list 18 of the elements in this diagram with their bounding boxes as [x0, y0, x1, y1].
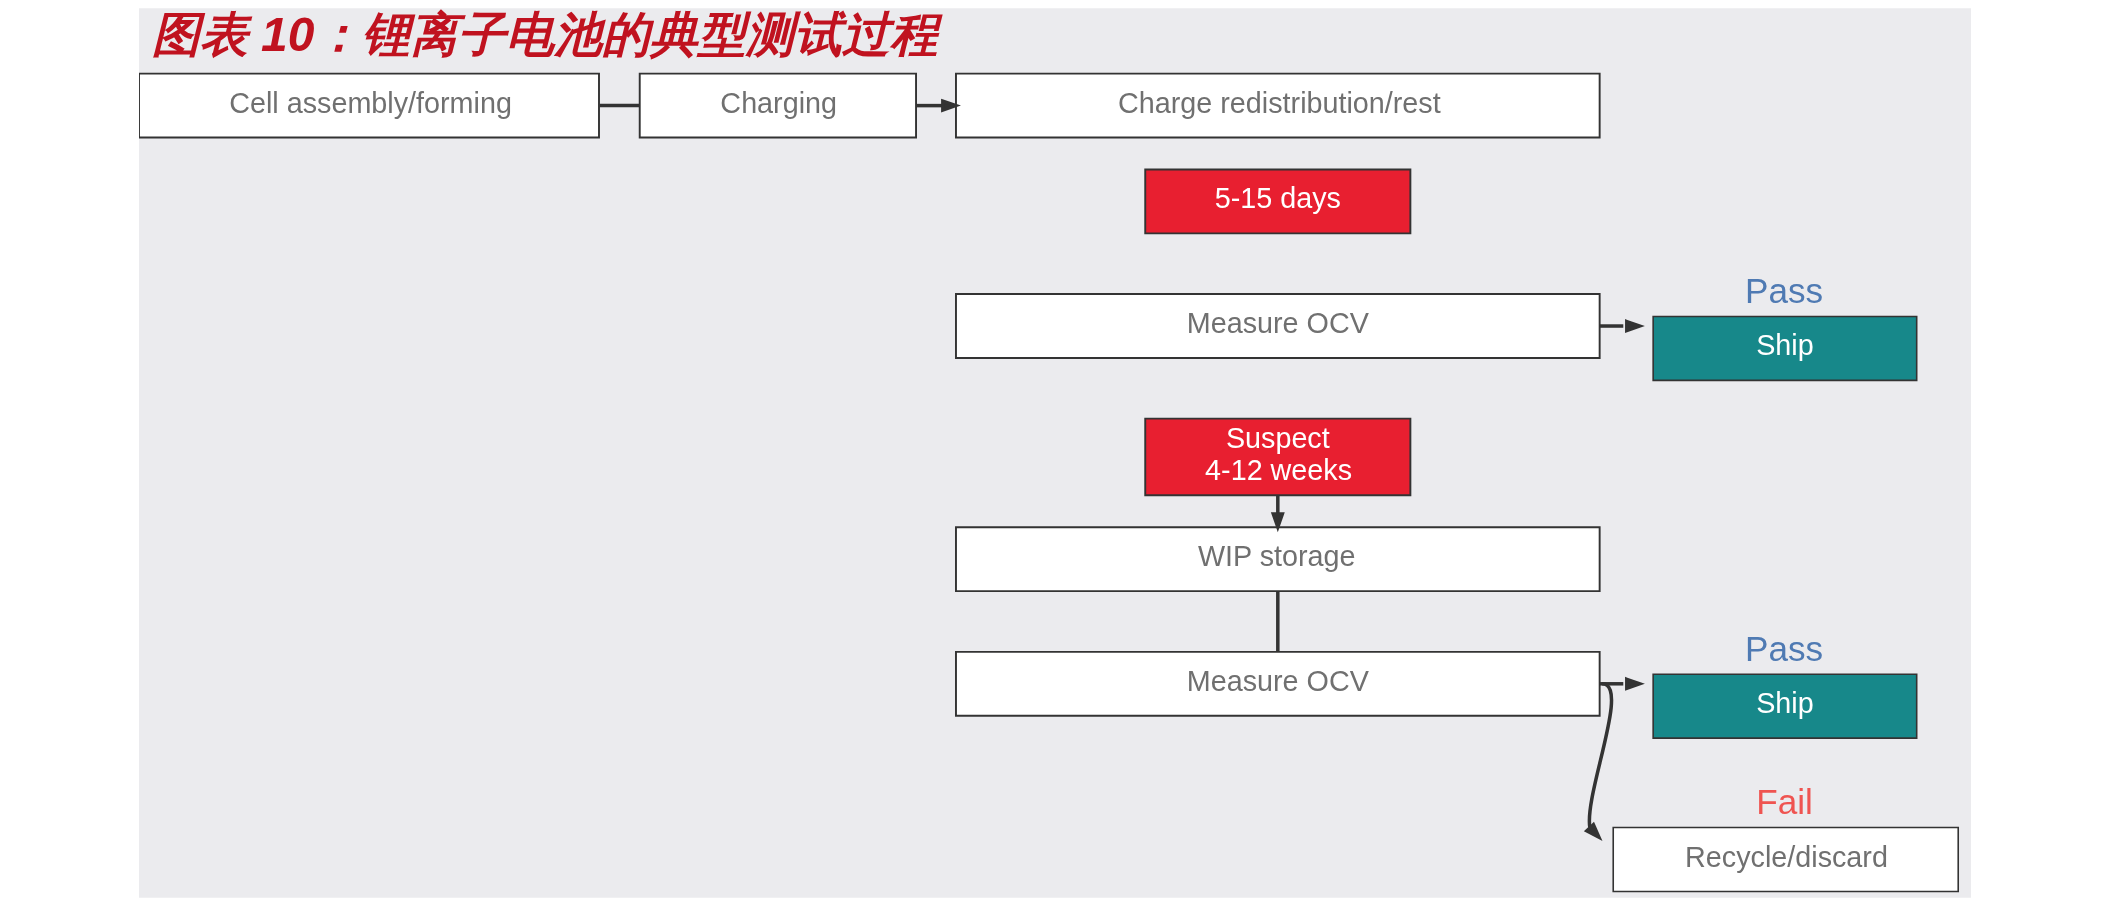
node-box: Charge redistribution/rest [955, 72, 1601, 139]
node-label: Pass [1744, 271, 1824, 311]
node-label: Pass [1744, 628, 1824, 668]
node-box: Measure OCV [955, 650, 1601, 717]
node-label: Fail [1756, 782, 1813, 822]
arrow [1599, 319, 1645, 333]
node-box: Measure OCV [955, 293, 1601, 359]
connector [1276, 591, 1280, 652]
arrow [1599, 676, 1645, 691]
node-box: WIP storage [955, 526, 1601, 593]
node-box: Suspect 4-12 weeks [1144, 417, 1412, 497]
connector [599, 103, 640, 108]
node-box: Charging [638, 72, 917, 139]
arrow [1583, 682, 1614, 841]
arrow [916, 98, 961, 113]
node-box: Cell assembly/forming [139, 72, 600, 139]
node-box: 5-15 days [1144, 168, 1412, 235]
arrow [1270, 495, 1285, 533]
